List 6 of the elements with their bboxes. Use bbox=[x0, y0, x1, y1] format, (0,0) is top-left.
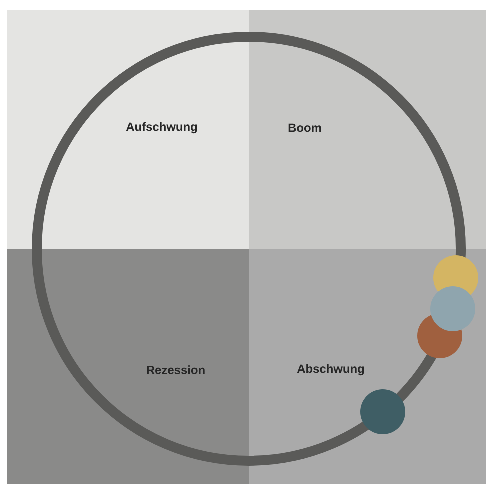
phase-label: Abschwung bbox=[297, 364, 364, 376]
marker-dot bbox=[360, 390, 406, 434]
phase-label: Rezession bbox=[147, 366, 205, 374]
phase-label: Aufschwung bbox=[126, 122, 198, 134]
phase-label: Boom bbox=[288, 124, 322, 132]
marker-dot bbox=[430, 286, 476, 332]
